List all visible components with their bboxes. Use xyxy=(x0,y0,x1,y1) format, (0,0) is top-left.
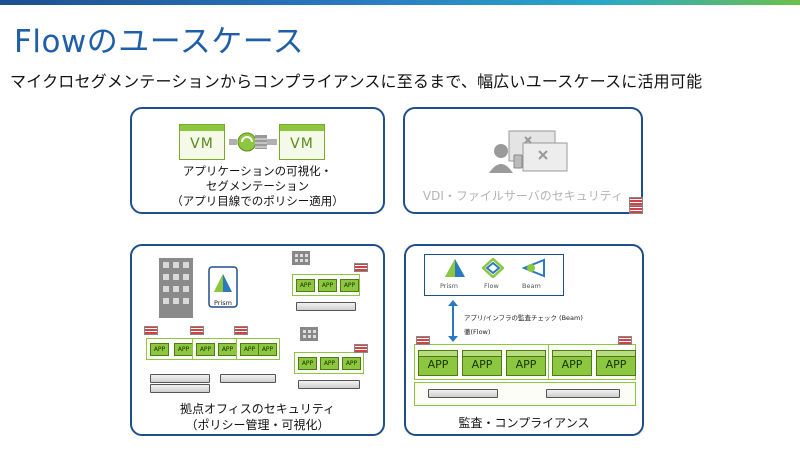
app-icon: APP xyxy=(296,279,315,292)
app-icon: APP xyxy=(552,350,592,376)
vm-label: VM xyxy=(190,136,214,152)
app-icon: APP xyxy=(340,279,359,292)
app-icon: APP xyxy=(240,343,259,356)
branch-building-icon xyxy=(300,327,318,341)
card-caption-line2: （ポリシー管理・可視化） xyxy=(185,418,330,432)
card-caption-line1: アプリケーションの可視化・ xyxy=(182,164,333,178)
flow-shield-icon xyxy=(229,132,277,152)
vdi-users-icon xyxy=(489,130,568,173)
prism-label: Prism xyxy=(440,282,459,290)
server-icon xyxy=(428,389,498,398)
vm-label: VM xyxy=(290,136,314,152)
top-accent-bar xyxy=(0,0,800,5)
audit-note-line2: 徹(Flow) xyxy=(464,328,491,336)
usecase-card-branch-office: Prism APP APP APP APP APP APP APP APP AP… xyxy=(130,244,385,436)
card-caption: VDI・ファイルサーバのセキュリティ xyxy=(422,189,624,203)
app-icon: APP xyxy=(258,343,277,356)
audit-note-line1: アプリ/インフラの監査チェック (Beam) xyxy=(464,314,583,322)
prism-icon xyxy=(445,259,465,277)
prism-label: Prism xyxy=(214,299,233,307)
bidirectional-arrow-icon xyxy=(448,300,458,342)
card-caption-line2: セグメンテーション xyxy=(205,179,310,193)
usecase-card-audit-compliance: Prism Flow Beam アプリ/インフラの監査チェック (Beam) 徹… xyxy=(404,244,644,436)
beam-label: Beam xyxy=(522,282,541,290)
flow-icon xyxy=(482,258,504,278)
slide-title: Flowのユースケース xyxy=(14,24,305,60)
branch-building-icon xyxy=(292,251,310,265)
server-icon xyxy=(298,380,360,389)
usecase-card-microsegmentation: VM VM アプリケーションの可視化・ セグメンテーション （アプリ目線でのポリ… xyxy=(130,107,385,214)
app-icon: APP xyxy=(320,357,339,370)
hq-building-icon xyxy=(159,258,193,318)
server-icon xyxy=(220,374,276,383)
app-icon: APP xyxy=(196,343,215,356)
card-caption-line1: 拠点オフィスのセキュリティ xyxy=(179,402,336,416)
app-icon: APP xyxy=(150,343,169,356)
firewall-icon xyxy=(629,205,643,214)
card-caption: 監査・コンプライアンス xyxy=(458,416,590,430)
firewall-icon xyxy=(416,336,430,345)
app-icon: APP xyxy=(462,350,502,376)
firewall-icon xyxy=(234,326,248,335)
app-icon: APP xyxy=(418,350,458,376)
firewall-icon xyxy=(618,336,632,345)
usecase-card-vdi: VDI・ファイルサーバのセキュリティ xyxy=(403,107,643,214)
card-caption-line3: （アプリ目線でのポリシー適用） xyxy=(171,194,344,208)
app-icon: APP xyxy=(298,357,317,370)
prism-logo-icon xyxy=(208,266,238,308)
app-icon: APP xyxy=(174,343,193,356)
app-icon: APP xyxy=(596,350,636,376)
vm-window-icon: VM xyxy=(279,124,325,160)
firewall-icon xyxy=(354,344,368,353)
app-icon: APP xyxy=(318,279,337,292)
firewall-icon xyxy=(190,326,204,335)
server-icon xyxy=(150,384,210,393)
firewall-icon xyxy=(354,263,368,272)
flow-label: Flow xyxy=(484,282,499,290)
vm-window-icon: VM xyxy=(179,124,225,160)
slide-subtitle: マイクロセグメンテーションからコンプライアンスに至るまで、幅広いユースケースに活… xyxy=(10,72,703,91)
app-icon: APP xyxy=(218,343,237,356)
server-icon xyxy=(296,302,356,311)
app-icon: APP xyxy=(342,357,361,370)
app-icon: APP xyxy=(506,350,546,376)
server-icon xyxy=(150,374,210,383)
firewall-icon xyxy=(144,326,158,335)
server-icon xyxy=(546,389,620,398)
beam-icon xyxy=(522,258,545,278)
